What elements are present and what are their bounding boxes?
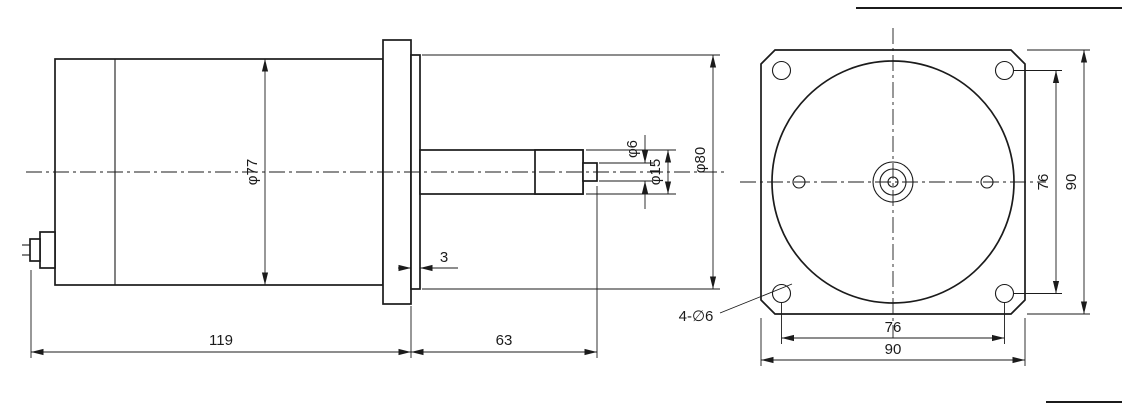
mounting-hole-top-right	[994, 60, 1015, 81]
dim-body-length-label: 119	[209, 332, 233, 349]
dim-flange-width-label: 90	[885, 341, 902, 358]
dim-hole-spacing-horizontal-label: 76	[885, 319, 902, 336]
side-view: φ77 φ80 φ15 φ6 3	[22, 39, 728, 358]
mounting-holes-label: 4-∅6	[679, 308, 714, 325]
terminal-connector	[22, 231, 56, 269]
dim-shaft-length: 63	[411, 186, 598, 358]
dim-flange-width: 90	[760, 318, 1026, 366]
dim-boss-diameter-label: φ80	[692, 147, 709, 173]
dim-shaft-diameter: φ15	[586, 149, 676, 195]
mounting-hole-bottom-right	[994, 283, 1015, 304]
dim-boss-thickness-label: 3	[440, 249, 448, 266]
dim-flange-height-label: 90	[1063, 174, 1080, 191]
dim-body-diameter: φ77	[244, 59, 269, 285]
dim-hole-spacing-vertical-label: 76	[1035, 174, 1052, 191]
dim-body-diameter-label: φ77	[244, 159, 261, 185]
mounting-hole-top-left	[771, 60, 792, 81]
front-view: 4-∅6 76 90 76 90	[679, 28, 1090, 366]
connector-plug	[29, 238, 41, 262]
dim-shaft-diameter-label: φ15	[647, 159, 664, 185]
leader-line	[719, 283, 793, 314]
dim-shaft-tip-diameter-label: φ6	[624, 140, 641, 158]
dim-hole-spacing-vertical: 76	[1014, 70, 1062, 294]
dim-boss-diameter: φ80	[422, 54, 720, 290]
dim-shaft-length-label: 63	[496, 332, 513, 349]
dim-flange-height: 90	[1027, 49, 1090, 315]
mounting-holes-callout: 4-∅6	[679, 283, 793, 325]
dim-shaft-tip-diameter: φ6	[599, 135, 653, 209]
dim-hole-spacing-horizontal: 76	[781, 303, 1005, 344]
mounting-hole-bottom-left	[771, 283, 792, 304]
dim-boss-thickness: 3	[398, 249, 458, 272]
connector-block	[39, 231, 56, 269]
